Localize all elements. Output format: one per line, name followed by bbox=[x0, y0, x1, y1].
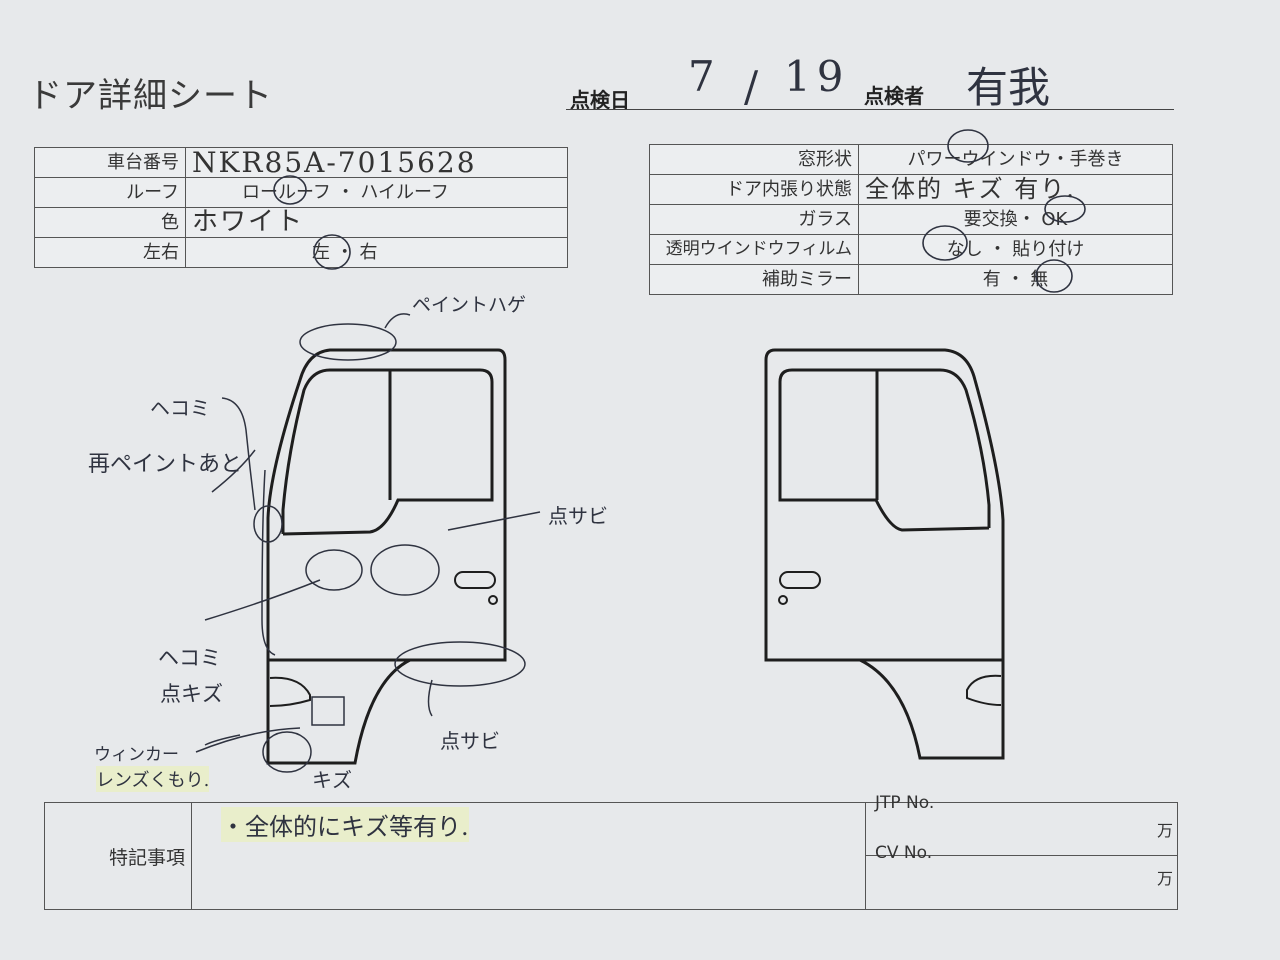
circle-power-window bbox=[947, 129, 989, 163]
leader-paint-fade bbox=[384, 313, 411, 329]
table-row: 透明ウインドウフィルム なし ・ 貼り付け bbox=[649, 234, 1173, 265]
left-door-lock-icon bbox=[488, 595, 498, 605]
annotation-paint-fade: ペイントハゲ bbox=[412, 294, 527, 316]
right-door-drawing bbox=[764, 348, 1005, 760]
number-row-divider bbox=[865, 855, 1177, 856]
annotation-dent-top: ヘコミ bbox=[150, 396, 210, 420]
date-separator: / bbox=[744, 62, 759, 111]
circle-low-roof bbox=[273, 175, 307, 205]
annotation-rust-2: 点サビ bbox=[440, 729, 500, 753]
leader-scratch-dots bbox=[204, 734, 241, 746]
inspector-name: 有我 bbox=[966, 63, 1051, 112]
annotation-winker-2: レンズくもり. bbox=[96, 766, 210, 792]
cv-unit: 万 bbox=[1157, 869, 1174, 888]
inspector-label: 点検者 bbox=[864, 84, 924, 108]
left-door-drawing bbox=[266, 348, 507, 765]
cv-number-label: CV No. bbox=[875, 843, 933, 863]
mark-scratch bbox=[262, 731, 312, 773]
circle-none-film bbox=[922, 225, 968, 261]
leader-repaint bbox=[211, 449, 256, 493]
annotation-rust-1: 点サビ bbox=[548, 504, 608, 528]
leader-dent-bottom bbox=[204, 579, 321, 621]
damage-marks bbox=[195, 313, 541, 773]
right-door-winker bbox=[966, 674, 1002, 706]
header-underline bbox=[566, 109, 1174, 110]
table-row: 車台番号 NKR85A-7015628 bbox=[34, 147, 568, 178]
leader-dent-top bbox=[221, 397, 256, 511]
circle-ok bbox=[1044, 195, 1086, 223]
jtp-number-label: JTP No. bbox=[875, 793, 935, 813]
color-value: ホワイト bbox=[185, 207, 568, 238]
annotation-winker-1: ウィンカー bbox=[94, 745, 179, 765]
leader-rust-1 bbox=[447, 511, 541, 531]
right-door-handle bbox=[779, 571, 821, 589]
left-door-outline bbox=[266, 348, 507, 765]
left-door-window bbox=[281, 368, 494, 536]
window-film-label: 透明ウインドウフィルム bbox=[649, 234, 859, 265]
table-row: 左右 左 ・ 右 bbox=[34, 237, 568, 268]
number-divider bbox=[865, 803, 866, 909]
leader-winker bbox=[195, 727, 301, 753]
window-film-value: なし ・ 貼り付け bbox=[858, 234, 1173, 265]
right-door-lock-icon bbox=[778, 595, 788, 605]
left-door-handle bbox=[454, 571, 496, 589]
chassis-number-value: NKR85A-7015628 bbox=[185, 147, 568, 178]
selection-circles bbox=[273, 129, 1086, 293]
leader-rust-2 bbox=[427, 679, 433, 717]
door-trim-label: ドア内張り状態 bbox=[649, 174, 859, 205]
door-condition-table: 窓形状 パワーウインドウ・手巻き ドア内張り状態 全体的 キズ 有り. ガラス … bbox=[649, 144, 1173, 295]
inspection-day: 19 bbox=[784, 52, 850, 101]
side-label: 左右 bbox=[34, 237, 186, 268]
inspection-month: 7 bbox=[688, 52, 715, 101]
table-row: 補助ミラー 有 ・ 無 bbox=[649, 264, 1173, 295]
mark-repaint bbox=[261, 469, 276, 656]
vehicle-spec-table: 車台番号 NKR85A-7015628 ルーフ ロールーフ ・ ハイルーフ 色 … bbox=[34, 147, 568, 268]
annotation-scratch-dots: 点キズ bbox=[160, 682, 223, 706]
side-value: 左 ・ 右 bbox=[185, 237, 568, 268]
jtp-unit: 万 bbox=[1157, 821, 1174, 840]
aux-mirror-label: 補助ミラー bbox=[649, 264, 859, 295]
roof-label: ルーフ bbox=[34, 177, 186, 208]
window-type-label: 窓形状 bbox=[649, 144, 859, 175]
notes-label: 特記事項 bbox=[109, 847, 186, 869]
roof-value: ロールーフ ・ ハイルーフ bbox=[185, 177, 568, 208]
mark-rust-2 bbox=[394, 641, 526, 687]
mark-winker-lens bbox=[311, 696, 345, 726]
annotation-repaint: 再ペイントあと bbox=[88, 452, 243, 477]
inspection-date-label: 点検日 bbox=[570, 88, 630, 112]
left-door-winker bbox=[269, 676, 311, 707]
notes-text: ・全体的にキズ等有り. bbox=[221, 807, 469, 842]
table-row: ルーフ ロールーフ ・ ハイルーフ bbox=[34, 177, 568, 208]
annotation-dent-bottom: ヘコミ bbox=[158, 646, 221, 670]
circle-no-mirror bbox=[1035, 259, 1073, 293]
right-door-outline bbox=[764, 348, 1005, 760]
notes-divider bbox=[191, 803, 192, 909]
aux-mirror-value: 有 ・ 無 bbox=[858, 264, 1173, 295]
mark-paint-fade bbox=[299, 323, 397, 361]
mark-dent-bottom bbox=[305, 549, 363, 591]
notes-box: 特記事項 ・全体的にキズ等有り. JTP No. 万 CV No. 万 bbox=[44, 793, 1178, 910]
sheet-title: ドア詳細シート bbox=[28, 76, 273, 116]
annotation-scratch: キズ bbox=[312, 768, 352, 792]
right-door-window bbox=[778, 368, 991, 532]
chassis-number-label: 車台番号 bbox=[34, 147, 186, 178]
mark-dent-top bbox=[253, 505, 283, 543]
circle-left bbox=[313, 234, 351, 270]
table-row: ドア内張り状態 全体的 キズ 有り. bbox=[649, 174, 1173, 205]
table-row: 色 ホワイト bbox=[34, 207, 568, 238]
mark-scratch-dots bbox=[370, 544, 440, 596]
